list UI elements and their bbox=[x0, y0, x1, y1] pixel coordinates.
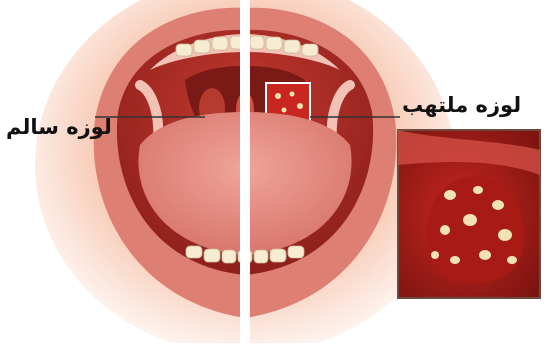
inflamed-closeup-inset bbox=[398, 130, 540, 298]
center-divider bbox=[240, 0, 250, 343]
healthy-tonsil-label: لوزه سالم bbox=[6, 117, 112, 138]
inflamed-tonsil-label: لوزه ملتهب bbox=[402, 95, 521, 116]
